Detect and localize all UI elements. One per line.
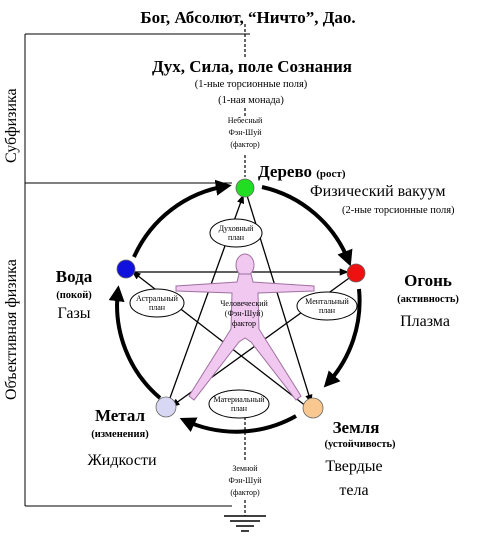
spirit-heading: Дух, Сила, поле Сознания	[152, 57, 352, 76]
metal-name: Метал	[94, 406, 146, 425]
wood-quality: (рост)	[316, 168, 346, 180]
earth-factor-line3: (фактор)	[230, 488, 260, 497]
arc-water-wood	[132, 179, 232, 258]
earth-quality: (устойчивость)	[324, 439, 396, 450]
plane-astral-line1: Астральный	[136, 294, 178, 303]
arc-earth-metal	[179, 414, 297, 434]
primary-monad-note: (1-ная монада)	[218, 95, 284, 106]
arc-wood-fire	[261, 185, 353, 267]
metal-quality: (изменения)	[91, 429, 149, 440]
subphysics-label: Субфизика	[3, 88, 20, 163]
plane-spiritual-line2: план	[227, 233, 245, 242]
water-name: Вода	[55, 267, 93, 286]
figure-body	[175, 273, 315, 401]
plane-material-line2: план	[230, 404, 248, 413]
earth-state-line2: тела	[339, 482, 369, 499]
wood-name: Дерево (рост)	[258, 163, 346, 180]
water-state: Газы	[57, 305, 91, 322]
heaven-factor-line2: Фэн-Шуй	[228, 128, 262, 137]
primary-torsion-note: (1-ные торсионные поля)	[194, 79, 308, 90]
fire-name: Огонь	[404, 271, 452, 290]
human-figure	[175, 253, 315, 401]
element-nodes	[116, 178, 366, 419]
figure-head	[235, 253, 255, 277]
node-wood	[235, 178, 255, 198]
plane-astral-ellipse	[129, 288, 185, 318]
plane-spiritual-ellipse	[209, 218, 263, 248]
plane-spiritual-line1: Духовный	[218, 224, 254, 233]
human-factor-line1: Человеческий	[220, 299, 268, 308]
wood-name-text: Дерево	[258, 162, 313, 181]
arc-metal-water	[108, 285, 162, 400]
arc-fire-earth	[323, 288, 362, 388]
objective-physics-label: Объективная физика	[3, 259, 20, 400]
heaven-factor-line1: Небесный	[227, 116, 263, 125]
human-factor-line3: фактор	[232, 319, 256, 328]
ground-symbol	[224, 515, 266, 532]
fire-quality: (активность)	[397, 294, 459, 305]
earth-factor-line1: Земной	[232, 464, 258, 473]
plane-mental-line2: план	[318, 306, 336, 315]
plane-mental-line1: Ментальный	[305, 297, 349, 306]
node-fire	[346, 263, 366, 283]
earth-factor-line2: Фэн-Шуй	[228, 476, 262, 485]
metal-state: Жидкости	[87, 452, 157, 469]
plane-material-ellipse	[208, 389, 270, 419]
plane-material-line1: Материальный	[213, 395, 265, 404]
node-metal	[155, 396, 177, 418]
water-quality: (покой)	[56, 290, 92, 301]
generation-cycle	[108, 179, 362, 434]
heaven-factor-line3: (фактор)	[230, 140, 260, 149]
fire-state: Плазма	[400, 313, 450, 330]
earth-state-line1: Твердые	[325, 458, 383, 475]
plane-astral-line2: план	[148, 303, 166, 312]
earth-name: Земля	[332, 418, 380, 437]
node-earth	[302, 397, 324, 419]
wood-state: Физический вакуум	[310, 183, 446, 200]
page-title: Бог, Абсолют, “Ничто”, Дао.	[140, 8, 356, 27]
wood-note: (2-ные торсионные поля)	[342, 205, 455, 216]
plane-ellipses	[129, 218, 358, 419]
node-water	[116, 259, 136, 279]
human-factor-line2: (Фэн-Шуй)	[224, 309, 264, 318]
plane-mental-ellipse	[296, 291, 358, 321]
